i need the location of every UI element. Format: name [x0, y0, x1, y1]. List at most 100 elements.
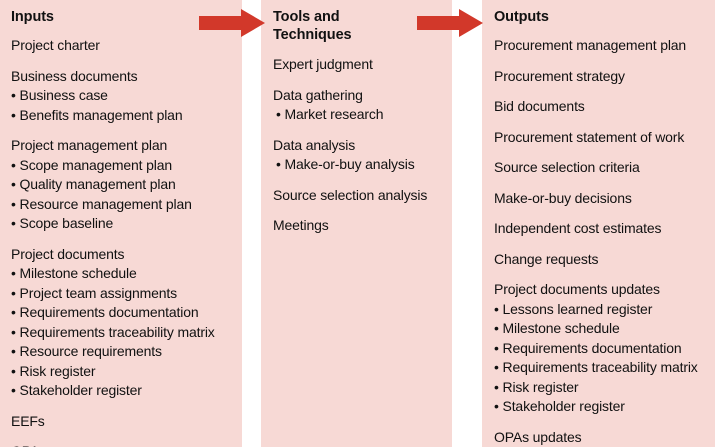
- group-heading: Source selection criteria: [494, 159, 640, 175]
- bullet-label: Risk register: [19, 362, 96, 379]
- bullet-label: Milestone schedule: [19, 265, 137, 281]
- item-group: Project management plan • Scope managemen…: [11, 136, 236, 234]
- right-arrow-icon: [199, 9, 265, 42]
- item-group: Project documents updates • Lessons learn…: [494, 280, 709, 417]
- bullet-label: Stakeholder register: [502, 398, 625, 414]
- group-heading: Project documents: [11, 245, 125, 262]
- bullet-item: • Risk register: [494, 378, 709, 398]
- group-heading: Business documents: [11, 67, 138, 84]
- bullet-label: Resource requirements: [19, 343, 163, 359]
- bullet-item: • Quality management plan: [11, 175, 236, 195]
- group-heading: Independent cost estimates: [494, 220, 662, 236]
- bullet-item: • Stakeholder register: [11, 381, 236, 401]
- bullet-dot-icon: •: [11, 106, 20, 123]
- item-group: Business documents • Business case• Benef…: [11, 67, 236, 126]
- group-heading: Meetings: [273, 217, 329, 233]
- bullet-dot-icon: •: [494, 378, 503, 395]
- right-arrow-icon: [417, 9, 483, 42]
- bullet-dot-icon: •: [276, 106, 285, 122]
- bullet-label: Requirements documentation: [502, 339, 682, 356]
- bullet-item: • Market research: [273, 105, 446, 125]
- bullet-item: • Business case: [11, 86, 236, 106]
- group-heading: Procurement statement of work: [494, 128, 685, 145]
- group-heading: Change requests: [494, 250, 599, 267]
- bullet-label: Requirements documentation: [19, 304, 199, 320]
- bullet-dot-icon: •: [494, 339, 503, 356]
- group-heading: Project documents updates: [494, 281, 660, 297]
- bullet-dot-icon: •: [494, 320, 503, 336]
- item-group: Procurement statement of work: [494, 128, 709, 148]
- bullet-item: • Benefits management plan: [11, 106, 236, 126]
- bullet-label: Make-or-buy analysis: [284, 156, 415, 172]
- bullet-item: • Requirements traceability matrix: [11, 323, 236, 343]
- bullet-item: • Scope baseline: [11, 214, 236, 234]
- bullet-dot-icon: •: [11, 304, 20, 320]
- bullet-item: • Requirements documentation: [494, 339, 709, 359]
- bullet-label: Quality management plan: [19, 176, 176, 192]
- bullet-dot-icon: •: [11, 343, 20, 359]
- group-heading: Make-or-buy decisions: [494, 189, 632, 206]
- bullet-item: • Milestone schedule: [494, 319, 709, 339]
- bullet-label: Requirements traceability matrix: [502, 359, 698, 375]
- bullet-item: • Make-or-buy analysis: [273, 155, 446, 175]
- group-heading: Bid documents: [494, 98, 585, 114]
- tools-title-line-2: Techniques: [273, 27, 352, 43]
- bullet-label: Stakeholder register: [19, 382, 142, 398]
- bullet-dot-icon: •: [11, 176, 20, 192]
- bullet-dot-icon: •: [11, 215, 20, 231]
- group-heading: Project charter: [11, 37, 100, 53]
- bullet-dot-icon: •: [494, 398, 503, 414]
- bullet-label: Scope management plan: [19, 156, 173, 173]
- item-group: Expert judgment: [273, 55, 446, 75]
- bullet-item: • Requirements traceability matrix: [494, 358, 709, 378]
- bullet-label: Risk register: [502, 378, 579, 395]
- item-group: Bid documents: [494, 97, 709, 117]
- bullet-dot-icon: •: [11, 362, 20, 379]
- bullet-item: • Resource requirements: [11, 342, 236, 362]
- bullet-dot-icon: •: [11, 195, 20, 212]
- bullet-dot-icon: •: [11, 265, 20, 281]
- item-group: Change requests: [494, 250, 709, 270]
- item-group: Data gathering • Market research: [273, 86, 446, 125]
- bullet-item: • Milestone schedule: [11, 264, 236, 284]
- group-heading: Project management plan: [11, 137, 168, 153]
- bullet-dot-icon: •: [11, 323, 20, 340]
- item-group: OPAs: [11, 442, 236, 447]
- bullet-label: Scope baseline: [19, 215, 114, 231]
- item-group: Procurement strategy: [494, 67, 709, 87]
- group-heading: Data gathering: [273, 86, 363, 103]
- item-group: Data analysis• Make-or-buy analysis: [273, 136, 446, 175]
- bullet-label: Milestone schedule: [502, 320, 620, 336]
- bullet-item: • Requirements documentation: [11, 303, 236, 323]
- item-group: EEFs: [11, 412, 236, 432]
- bullet-dot-icon: •: [11, 156, 20, 173]
- group-heading: Source selection analysis: [273, 186, 428, 203]
- bullet-item: • Scope management plan: [11, 156, 236, 176]
- group-heading: EEFs: [11, 412, 45, 429]
- bullet-item: • Lessons learned register: [494, 300, 709, 320]
- outputs-title: Outputs: [494, 9, 549, 25]
- bullet-item: • Project team assignments: [11, 284, 236, 304]
- item-group: Source selection criteria: [494, 158, 709, 178]
- bullet-dot-icon: •: [494, 300, 503, 317]
- bullet-item: • Risk register: [11, 362, 236, 382]
- item-group: Project charter: [11, 36, 236, 56]
- bullet-dot-icon: •: [276, 156, 285, 172]
- tools-title-line-1: Tools and: [273, 9, 340, 25]
- item-group: Independent cost estimates: [494, 219, 709, 239]
- bullet-label: Market research: [284, 106, 384, 122]
- item-group: Make-or-buy decisions: [494, 189, 709, 209]
- item-group: Project documents• Milestone schedule• P…: [11, 245, 236, 401]
- bullet-label: Benefits management plan: [19, 106, 183, 123]
- bullet-label: Requirements traceability matrix: [19, 323, 215, 340]
